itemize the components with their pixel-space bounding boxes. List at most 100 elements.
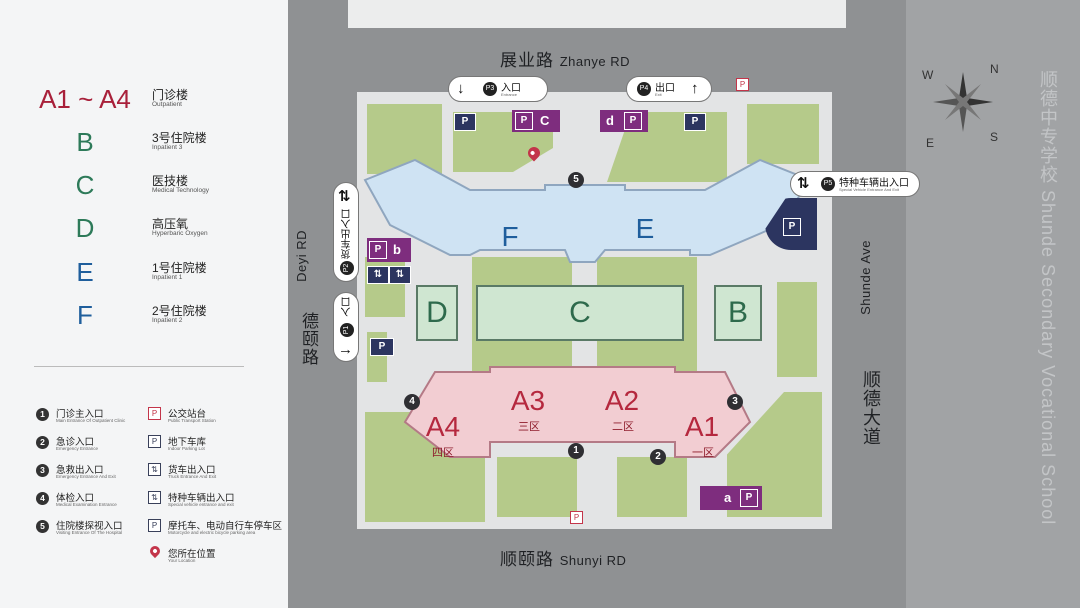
gate-p3[interactable]: ↓ P3 入口 Entrance — [448, 76, 548, 102]
legend-sub: Indoor Parking Lot — [168, 446, 205, 451]
road-south-en: Shunyi RD — [559, 553, 627, 568]
legend-sub: Emergency Entrance — [56, 446, 99, 451]
legend-name: 医技楼 — [152, 174, 189, 188]
legend-sub: Medical Examination Entrance — [56, 502, 117, 507]
school-label: 顺德中专学校 Shunde Secondary Vocational Schoo… — [1038, 70, 1058, 526]
gate-p4[interactable]: P4 出口 Exit ↑ — [626, 76, 712, 102]
road-north-cn: 展业路 — [500, 51, 554, 70]
road-east: Shunde Ave — [856, 240, 876, 315]
legend-sub: Hyperbaric Oxygen — [152, 230, 208, 237]
gate-code: P5 — [821, 177, 835, 191]
entrance-3-marker[interactable]: 3 — [727, 394, 743, 410]
gate-label: 特种车辆出入口 — [839, 178, 909, 189]
entrance-5-marker[interactable]: 5 — [568, 172, 584, 188]
arrow-down-icon: ↓ — [457, 80, 465, 97]
bus-stop-icon: P — [148, 407, 161, 420]
underground-garage-icon: P — [148, 435, 161, 448]
legend-label: 急诊入口 — [56, 437, 95, 448]
legend-code: E — [76, 257, 94, 287]
legend-sub: Public Transport Station — [168, 418, 216, 423]
legend-label: 门诊主入口 — [56, 409, 104, 420]
zone-2-label: 二区 — [612, 421, 634, 433]
parking-b-zone: P b — [367, 238, 411, 262]
lawn — [497, 457, 577, 517]
motorcycle-parking-icon: P — [515, 112, 533, 130]
legend-building-f: F 2号住院楼 Inpatient 2 — [0, 300, 288, 340]
parking-d-zone: d P — [600, 110, 648, 132]
parking-label-d: d — [606, 113, 614, 128]
legend-entrance-1: 1 门诊主入口 Main Entrance Of Outpatient Clin… — [36, 406, 146, 426]
legend-entrance-3: 3 急救出入口 Emergency Entrance And Exit — [36, 462, 146, 482]
legend-sub: Outpatient — [152, 101, 182, 108]
two-way-arrow-icon: ⇅ — [797, 175, 810, 192]
truck-entrance-icon: ⇅ — [148, 463, 161, 476]
gate-p2[interactable]: ⇅ 货车出入口 P2 — [333, 182, 359, 282]
motorcycle-parking-icon: P — [740, 489, 758, 507]
legend-sub: Main Entrance Of Outpatient Clinic — [56, 418, 126, 423]
gate-p1[interactable]: 入口 P1 → — [333, 292, 359, 362]
compass-w: W — [922, 68, 934, 82]
motorcycle-parking-icon: P — [624, 112, 642, 130]
legend-sub: Inpatient 1 — [152, 274, 183, 281]
legend-underground-garage: P 地下车库 Indoor Parking Lot — [148, 434, 283, 454]
legend-sub: Truck Entrance And Exit — [168, 474, 217, 479]
gate-label: 货车出入口 — [342, 209, 353, 259]
building-a-shape — [403, 366, 752, 458]
legend-label: 地下车库 — [168, 437, 207, 448]
special-vehicle-icon: ⇅ — [389, 266, 411, 284]
legend-building-d: D 高压氧 Hyperbaric Oxygen — [0, 213, 288, 253]
location-pin-icon — [147, 543, 163, 559]
legend-label: 公交站台 — [168, 409, 207, 420]
legend-your-location: 您所在位置 Your Location — [147, 543, 283, 566]
legend-sub: Your Location — [168, 558, 196, 563]
building-c: C — [476, 285, 684, 341]
legend-code: A1 ~ A4 — [39, 84, 131, 114]
entrance-number-badge: 4 — [36, 492, 49, 505]
road-west-en: Deyi RD — [294, 230, 309, 282]
legend-entrance-4: 4 体检入口 Medical Examination Entrance — [36, 490, 146, 510]
legend-label: 体检入口 — [56, 493, 95, 504]
legend-code: C — [75, 170, 95, 200]
entrance-number-badge: 5 — [36, 520, 49, 533]
road-west: Deyi RD — [292, 230, 312, 282]
entrance-2-marker[interactable]: 2 — [650, 449, 666, 465]
parking-label-c: C — [540, 113, 550, 128]
road-south-cn: 顺颐路 — [500, 550, 554, 569]
building-d: D — [416, 285, 458, 341]
building-b: B — [714, 285, 762, 341]
legend-bus-stop: P 公交站台 Public Transport Station — [148, 406, 283, 426]
two-way-arrow-icon: ⇅ — [338, 188, 351, 205]
gate-code: P3 — [483, 82, 497, 96]
building-a1-label: A1 — [684, 411, 720, 442]
legend-label: 急救出入口 — [56, 465, 104, 476]
gate-sub: Special Vehicle Entrance And Exit — [839, 187, 900, 192]
building-a4-label: A4 — [425, 411, 461, 442]
legend-truck-entrance: ⇅ 货车出入口 Truck Entrance And Exit — [148, 462, 283, 482]
arrow-right-icon: → — [338, 341, 353, 358]
compass-rose-icon — [933, 72, 993, 132]
entrance-number-badge: 2 — [36, 436, 49, 449]
entrance-4-marker[interactable]: 4 — [404, 394, 420, 410]
building-f-label: F — [501, 221, 519, 252]
legend-sub: Visiting Entrance Of The Hospital — [56, 530, 123, 535]
legend-building-e: E 1号住院楼 Inpatient 1 — [0, 257, 288, 297]
lawn — [367, 104, 442, 174]
legend-name: 3号住院楼 — [152, 131, 207, 145]
gate-sub: Exit — [655, 92, 662, 97]
entrance-1-marker[interactable]: 1 — [568, 443, 584, 459]
parking-c-zone: P C — [512, 110, 560, 132]
legend-sub: Inpatient 2 — [152, 317, 183, 324]
arrow-up-icon: ↑ — [691, 80, 699, 97]
lawn — [617, 457, 687, 517]
compass-s: S — [990, 130, 999, 144]
legend-entrance-5: 5 住院楼探视入口 Visiting Entrance Of The Hospi… — [36, 518, 146, 538]
gate-p5[interactable]: ⇅ P5 特种车辆出入口 Special Vehicle Entrance An… — [790, 171, 920, 197]
road-east-cn: 顺德大道 — [861, 370, 881, 446]
gate-code: P4 — [637, 82, 651, 96]
legend-sub: Medical Technology — [152, 187, 209, 194]
legend-name: 门诊楼 — [152, 88, 189, 102]
parking-a-zone: a P — [700, 486, 762, 510]
gate-sub: Entrance — [501, 92, 518, 97]
legend-label: 特种车辆出入口 — [168, 493, 235, 504]
gate-label: 出口 — [655, 83, 675, 94]
